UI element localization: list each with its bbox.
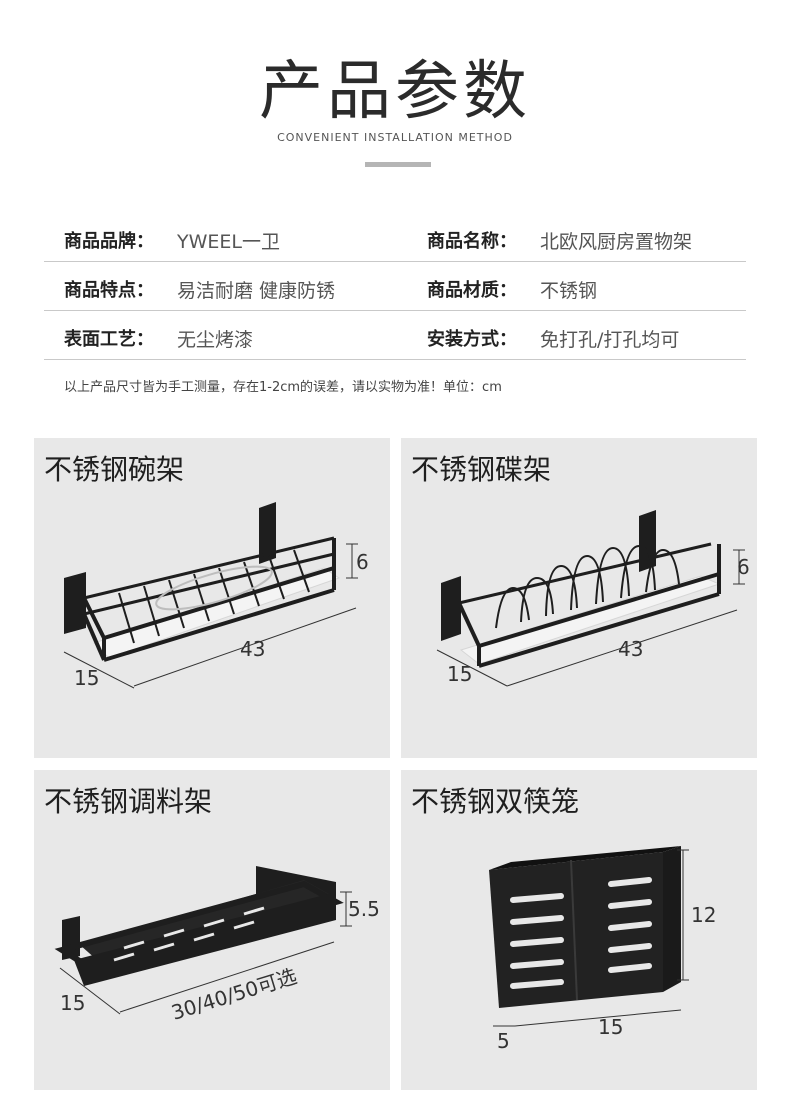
spec-key: 商品名称： (427, 231, 517, 252)
spec-row: 表面工艺： 无尘烤漆 安装方式： 免打孔/打孔均可 (44, 311, 746, 360)
product-card-spice-rack: 5.5 30/40/50可选 15 不锈钢调料架 (34, 770, 390, 1090)
product-card-dish-rack: 6 43 15 不锈钢碟架 (401, 438, 757, 758)
product-card-bowl-rack: 6 43 15 不锈钢碗架 (34, 438, 390, 758)
title-underline (365, 162, 431, 167)
spec-value: 易洁耐磨 健康防锈 (177, 280, 336, 302)
spec-value: 不锈钢 (540, 280, 598, 302)
page-subtitle: CONVENIENT INSTALLATION METHOD (277, 131, 513, 144)
dish-rack-illustration: 6 43 15 (436, 510, 750, 687)
bowl-rack-illustration: 6 43 15 (63, 502, 369, 690)
measurement-note: 以上产品尺寸皆为手工测量，存在1-2cm的误差，请以实物为准！单位：cm (64, 380, 502, 395)
dim-height: 12 (691, 903, 716, 927)
chopstick-holder-illustration: 12 15 5 (489, 846, 716, 1053)
dim-depth: 15 (60, 991, 85, 1015)
spec-key: 商品材质： (427, 280, 517, 301)
spec-key: 商品品牌： (64, 231, 154, 252)
product-name: 不锈钢碟架 (411, 453, 552, 486)
product-card-chopstick-holder: 12 15 5 不锈钢双筷笼 (401, 770, 757, 1090)
dim-length: 43 (240, 637, 265, 661)
dim-height: 6 (356, 550, 369, 574)
product-name: 不锈钢双筷笼 (411, 785, 580, 818)
spec-value: YWEEL一卫 (177, 231, 280, 253)
spec-key: 安装方式： (427, 329, 517, 350)
spec-value: 北欧风厨房置物架 (540, 231, 693, 253)
spec-row: 商品品牌： YWEEL一卫 商品名称： 北欧风厨房置物架 (44, 213, 746, 262)
spec-key: 表面工艺： (64, 329, 154, 350)
spec-value: 免打孔/打孔均可 (540, 329, 680, 351)
spec-key: 商品特点： (64, 280, 154, 301)
dim-length: 15 (598, 1015, 623, 1039)
spec-value: 无尘烤漆 (177, 329, 254, 351)
dim-height: 5.5 (348, 897, 380, 921)
dim-height: 6 (737, 555, 750, 579)
dim-length: 43 (618, 637, 643, 661)
spec-row: 商品特点： 易洁耐磨 健康防锈 商品材质： 不锈钢 (44, 262, 746, 311)
dim-length: 30/40/50可选 (168, 964, 299, 1025)
dim-depth: 5 (497, 1029, 510, 1053)
page-title: 产品参数 (259, 55, 531, 129)
dim-depth: 15 (447, 662, 472, 686)
product-name: 不锈钢碗架 (44, 453, 185, 486)
product-name: 不锈钢调料架 (44, 785, 213, 818)
spice-rack-illustration: 5.5 30/40/50可选 15 (54, 866, 380, 1025)
dim-depth: 15 (74, 666, 99, 690)
